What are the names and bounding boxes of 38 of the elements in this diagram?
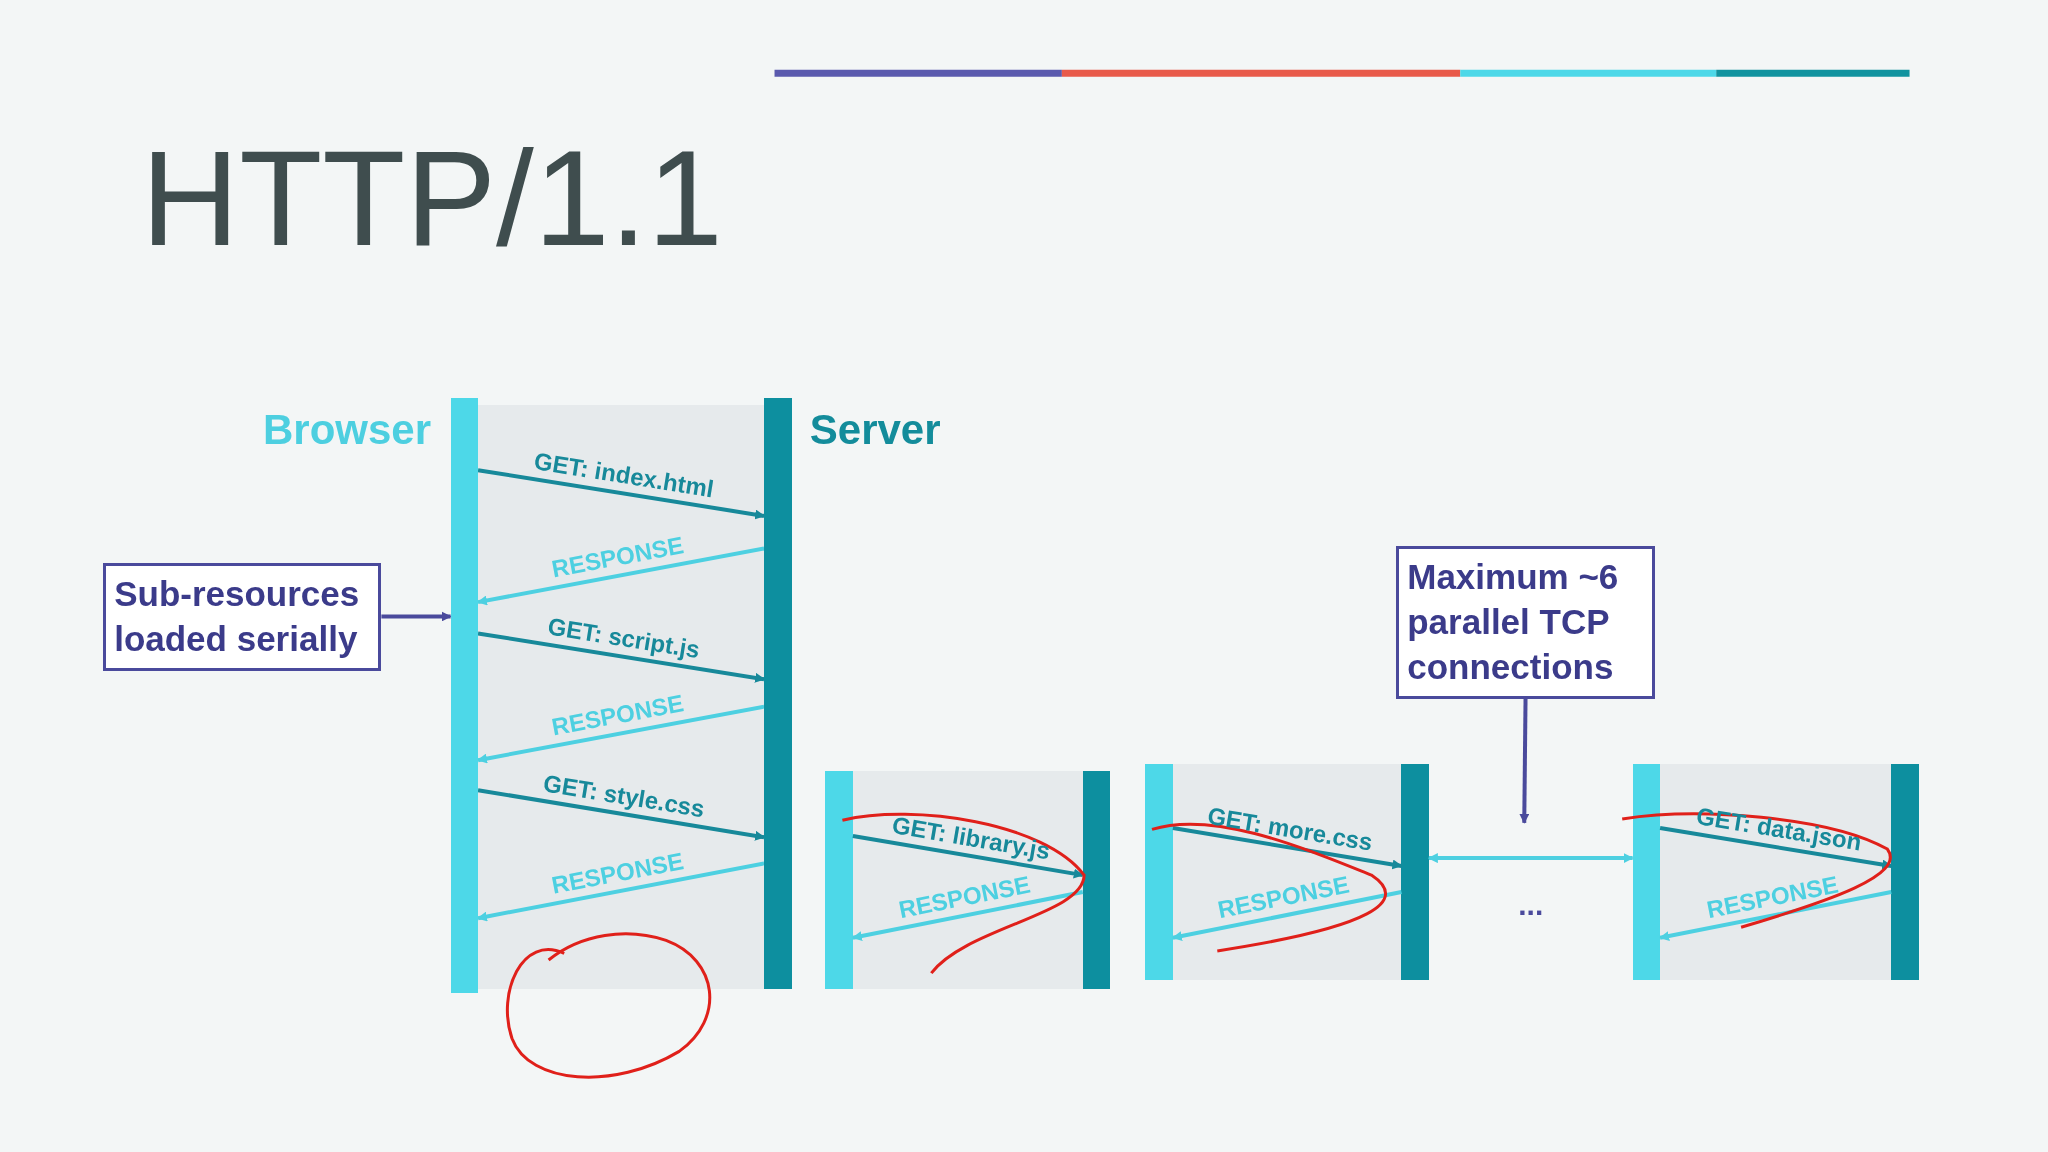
- edge-label: GET: data.json: [1694, 801, 1864, 857]
- lifeline-bar: [1082, 770, 1111, 989]
- edge-label: RESPONSE: [549, 689, 686, 742]
- edge-label: GET: style.css: [541, 768, 707, 823]
- arrow: [1659, 826, 1893, 870]
- edge-label: GET: index.html: [532, 447, 716, 504]
- arrow: [852, 833, 1084, 879]
- arrow: [381, 611, 452, 622]
- arrow: [477, 631, 766, 683]
- connection-panel: [1632, 764, 1919, 980]
- lifeline-bar: [1632, 764, 1661, 980]
- edge-label: GET: library.js: [889, 810, 1052, 865]
- lifeline-bar: [1401, 764, 1429, 980]
- arrow: [477, 861, 765, 922]
- connection-panel: [825, 770, 1111, 989]
- lifeline-bar: [1891, 764, 1919, 980]
- edge-label: GET: script.js: [545, 612, 702, 665]
- lifeline-label: Server: [809, 406, 941, 455]
- ellipsis-text: ...: [1518, 888, 1544, 923]
- connection-panel: [1145, 764, 1429, 980]
- arrow: [477, 468, 766, 520]
- lifeline-bar: [1145, 764, 1173, 980]
- arrow: [477, 788, 766, 841]
- lifeline-bar: [825, 770, 853, 989]
- arrow: [1427, 853, 1634, 864]
- arrow: [477, 704, 765, 764]
- note-box: Maximum ~6 parallel TCP connections: [1396, 545, 1655, 699]
- note-box: Sub-resources loaded serially: [103, 562, 382, 672]
- slide-title: HTTP/1.1: [141, 124, 723, 274]
- arrow: [1171, 890, 1402, 941]
- arrow: [1172, 826, 1403, 870]
- lifeline-label: Browser: [262, 406, 431, 455]
- edge-label: GET: more.css: [1205, 801, 1375, 857]
- edge-label: RESPONSE: [549, 531, 686, 584]
- arrow: [1519, 698, 1530, 824]
- arrow: [477, 546, 765, 606]
- arrow: [851, 890, 1084, 941]
- arrow: [1659, 890, 1892, 941]
